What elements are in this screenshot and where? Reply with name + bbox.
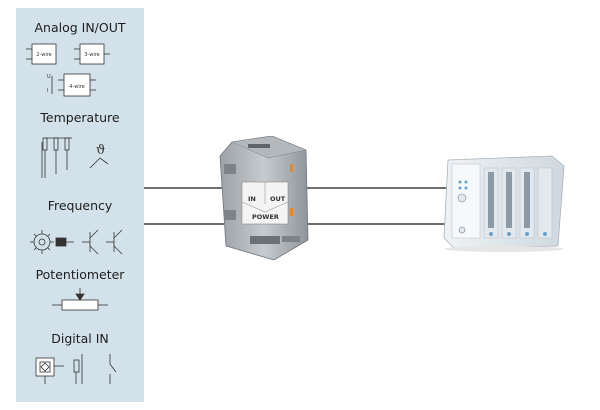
module-out-label: OUT — [270, 195, 286, 203]
three-wire-label: 3-wire — [84, 52, 100, 58]
section-title-frequency: Frequency — [47, 198, 113, 213]
thermocouple-icon — [89, 157, 109, 169]
switch-contact-icon — [109, 354, 117, 384]
section-title-temperature: Temperature — [40, 110, 120, 125]
section-title-potentiometer: Potentiometer — [35, 267, 125, 282]
resistor-contact-icon — [73, 354, 83, 384]
npn-transistor-icon — [82, 229, 99, 255]
potentiometer-icon — [52, 288, 108, 311]
current-mark: I — [47, 88, 48, 94]
sensor-type-panel: Analog IN/OUT Temperature Frequency Pote… — [16, 8, 144, 402]
rtd-sensor-icon — [41, 137, 72, 178]
four-wire-label: 4-wire — [69, 84, 85, 90]
module-in-label: IN — [248, 195, 256, 203]
proximity-sensor-icon — [35, 357, 64, 384]
two-wire-label: 2-wire — [36, 52, 52, 58]
section-title-digital-in: Digital IN — [51, 331, 109, 346]
three-wire-transmitter-icon — [74, 43, 110, 65]
signal-conditioner-module — [219, 136, 309, 261]
panel-symbols: 2-wire 3-wire 4-wire U I ϑ — [26, 43, 123, 384]
module-power-label: POWER — [252, 213, 279, 221]
four-wire-transmitter-icon — [51, 73, 96, 97]
theta-symbol: ϑ — [96, 143, 105, 158]
pnp-transistor-icon — [106, 229, 123, 255]
two-wire-transmitter-icon — [26, 43, 57, 65]
plc-controller — [443, 155, 565, 252]
voltage-mark: U — [47, 74, 51, 80]
gear-sensor-icon — [30, 230, 74, 254]
section-title-analog: Analog IN/OUT — [34, 20, 126, 35]
